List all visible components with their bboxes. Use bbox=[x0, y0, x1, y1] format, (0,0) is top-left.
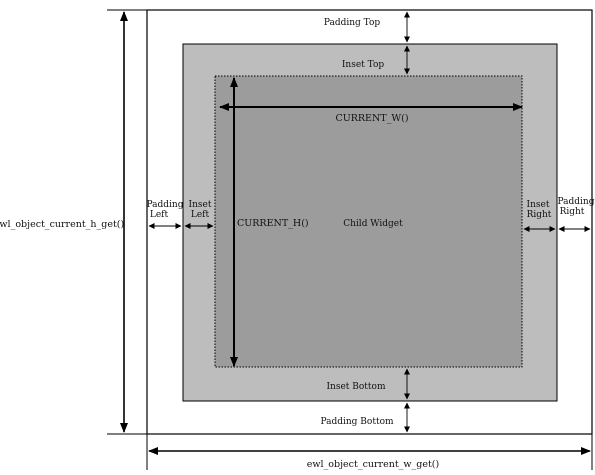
inset-bottom-label: Inset Bottom bbox=[327, 382, 386, 392]
inset-left-label-line1: Inset bbox=[189, 200, 212, 210]
inset-right-label-line2: Right bbox=[527, 210, 552, 220]
child-widget-box bbox=[214, 75, 523, 368]
object-h-label: ewl_object_current_h_get() bbox=[0, 219, 124, 230]
padding-right-label-line1: Padding bbox=[558, 197, 595, 207]
object-w-label: ewl_object_current_w_get() bbox=[307, 459, 439, 470]
padding-left-label-line2: Left bbox=[150, 210, 169, 220]
padding-left-label-line1: Padding bbox=[147, 200, 184, 210]
padding-top-label: Padding Top bbox=[324, 18, 381, 28]
inset-left-label-line2: Left bbox=[191, 210, 210, 220]
inset-right-label-line1: Inset bbox=[527, 200, 550, 210]
padding-right-label-line2: Right bbox=[560, 207, 585, 217]
current-w-label: CURRENT_W() bbox=[335, 113, 408, 124]
current-h-label: CURRENT_H() bbox=[237, 218, 309, 229]
child-widget-label: Child Widget bbox=[343, 219, 403, 229]
padding-bottom-label: Padding Bottom bbox=[320, 417, 394, 427]
inset-top-label: Inset Top bbox=[342, 60, 384, 70]
